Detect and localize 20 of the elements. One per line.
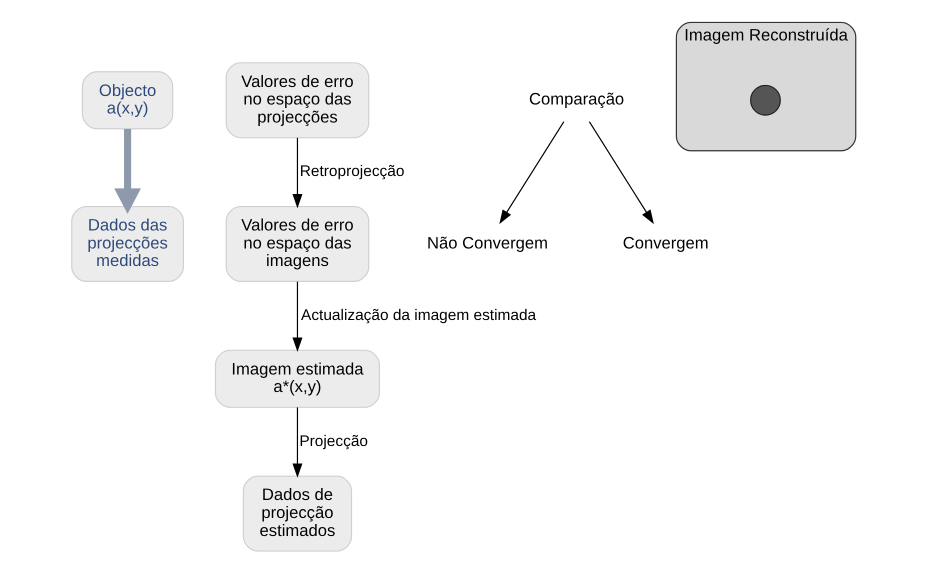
node-box: Dados das projecções medidas (70, 206, 184, 282)
node-box: Objecto a(x,y) (81, 71, 173, 130)
edge-label: Retroprojecção (299, 163, 404, 180)
arrow (292, 282, 302, 352)
node-box: Valores de erro no espaço das projecções (225, 62, 369, 138)
arrow (292, 138, 302, 208)
node-circle (750, 84, 780, 116)
edge-label: Actualização da imagem estimada (300, 306, 536, 324)
node-box: Valores de erro no espaço das imagens (225, 206, 369, 282)
cluster: Imagem Reconstruída (675, 22, 856, 152)
arrow (588, 121, 654, 224)
node-box: Dados de projecção estimados (242, 476, 352, 552)
arrow (292, 407, 302, 478)
node-box: Imagem estimada a*(x,y) (214, 350, 380, 408)
node-text: Convergem (622, 233, 708, 252)
node-text: Não Convergem (426, 233, 548, 252)
arrow (114, 129, 140, 214)
edge-label: Projecção (298, 432, 368, 450)
node-text: Comparação (528, 90, 624, 109)
arrow (498, 121, 564, 224)
